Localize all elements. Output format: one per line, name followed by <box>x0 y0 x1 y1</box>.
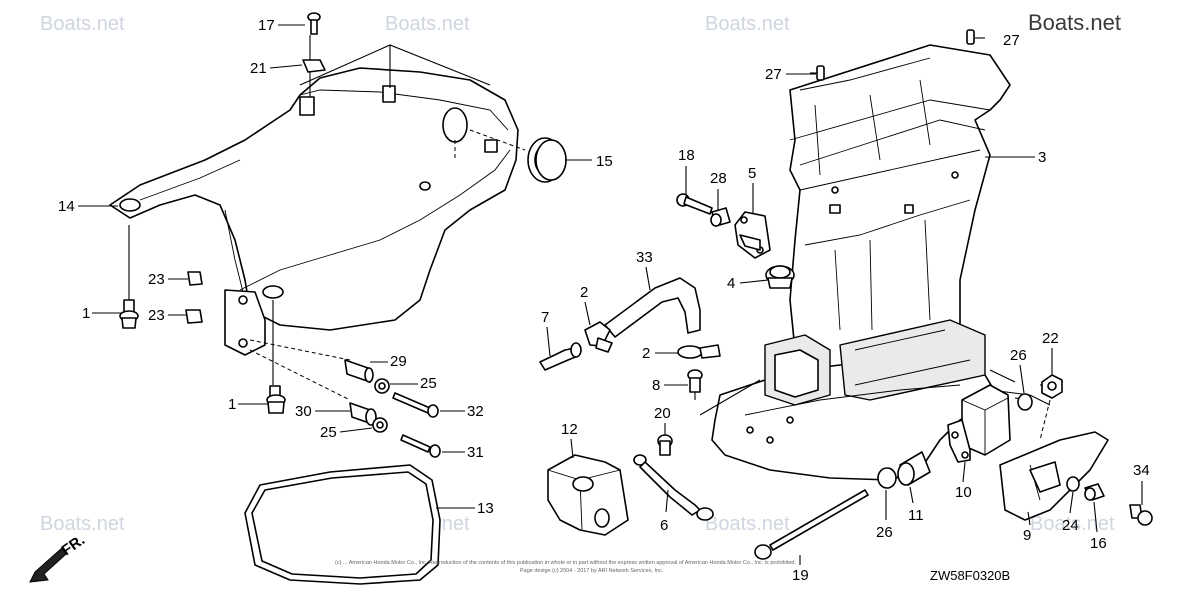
lower-cover-part[interactable] <box>109 67 519 356</box>
grommet-4[interactable] <box>765 265 795 289</box>
callout-22: 22 <box>1042 330 1059 347</box>
bolt-31[interactable] <box>400 434 441 458</box>
nut-22[interactable] <box>1041 374 1063 399</box>
callout-16: 16 <box>1090 535 1107 552</box>
bolt-34[interactable] <box>1129 504 1153 526</box>
mount-10[interactable] <box>947 384 1011 463</box>
seal-13[interactable] <box>244 464 441 585</box>
spacer-29[interactable] <box>344 359 374 383</box>
callout-2-upper: 2 <box>580 284 588 301</box>
callout-19: 19 <box>792 567 809 584</box>
watermark-text: Boats.net <box>40 13 125 35</box>
callout-34: 34 <box>1133 462 1150 479</box>
fitting-8[interactable] <box>687 369 703 400</box>
callout-11: 11 <box>908 507 924 524</box>
bracket-12[interactable] <box>547 454 629 536</box>
grommet-1-upper[interactable] <box>119 299 139 329</box>
callout-20: 20 <box>654 405 671 422</box>
diagram-code: ZW58F0320B <box>930 568 1010 583</box>
copyright-line-1: (c) ... American Honda Motor Co., Inc. R… <box>335 560 796 566</box>
callout-33: 33 <box>636 249 653 266</box>
callout-32: 32 <box>467 403 484 420</box>
watermark-top-right: Boats.net <box>1028 10 1121 35</box>
lower-cover-leader-lines <box>128 35 526 401</box>
washer-25-lower[interactable] <box>372 417 388 433</box>
footer: (c) ... American Honda Motor Co., Inc. R… <box>335 560 1010 583</box>
callout-1-lower: 1 <box>228 396 236 413</box>
callout-31: 31 <box>467 444 484 461</box>
watermark-text: Boats.net <box>1030 513 1115 535</box>
callout-27-right: 27 <box>1003 32 1020 49</box>
bushing-11[interactable] <box>897 451 931 486</box>
hose-33[interactable] <box>604 277 701 338</box>
bolt-19[interactable] <box>754 489 869 560</box>
bolt-17[interactable] <box>307 12 321 35</box>
collar-28[interactable] <box>710 207 731 227</box>
bolt-32[interactable] <box>392 392 439 418</box>
clip-21[interactable] <box>302 59 326 73</box>
grommet-1-lower[interactable] <box>266 385 286 414</box>
callout-29: 29 <box>390 353 407 370</box>
clip-23-lower[interactable] <box>185 309 203 324</box>
washer-25-upper[interactable] <box>374 378 390 394</box>
callout-14: 14 <box>58 198 75 215</box>
plate-9[interactable] <box>999 431 1109 521</box>
callout-2-lower: 2 <box>642 345 650 362</box>
plate-5[interactable] <box>734 211 771 259</box>
ground-cable-6[interactable] <box>633 454 714 521</box>
callout-21: 21 <box>250 60 267 77</box>
watermarks: Boats.net Boats.net Boats.net Boats.net … <box>40 10 1121 535</box>
callout-28: 28 <box>710 170 727 187</box>
callout-30: 30 <box>295 403 312 420</box>
callout-13: 13 <box>477 500 494 517</box>
bolt-18[interactable] <box>676 193 713 215</box>
callout-26-lower: 26 <box>876 524 893 541</box>
callout-15: 15 <box>596 153 613 170</box>
copyright-line-2: Page design (c) 2004 - 2017 by ARI Netwo… <box>520 568 664 574</box>
callout-23-upper: 23 <box>148 271 165 288</box>
watermark-text: Boats.net <box>705 513 790 535</box>
grommet-15[interactable] <box>527 137 567 183</box>
callout-5: 5 <box>748 165 756 182</box>
callout-1-upper: 1 <box>82 305 90 322</box>
fitting-7[interactable] <box>539 342 582 371</box>
callout-25-lower: 25 <box>320 424 337 441</box>
clamp-2-lower[interactable] <box>677 344 721 359</box>
watermark-text: Boats.net <box>705 13 790 35</box>
clip-23-upper[interactable] <box>187 271 203 286</box>
washer-26-upper[interactable] <box>1017 393 1033 411</box>
bolt-20[interactable] <box>657 434 673 456</box>
callout-6: 6 <box>660 517 668 534</box>
callout-18: 18 <box>678 147 695 164</box>
spacer-30[interactable] <box>349 402 377 426</box>
callout-7: 7 <box>541 309 549 326</box>
callout-12: 12 <box>561 421 578 438</box>
callout-17: 17 <box>258 17 275 34</box>
watermark-text: Boats.net <box>40 513 125 535</box>
callout-3: 3 <box>1038 149 1046 166</box>
callout-23-lower: 23 <box>148 307 165 324</box>
callout-10: 10 <box>955 484 972 501</box>
bolt-16[interactable] <box>1084 483 1105 501</box>
washer-24[interactable] <box>1066 476 1080 492</box>
callout-8: 8 <box>652 377 660 394</box>
callout-27-left: 27 <box>765 66 782 83</box>
front-direction-arrow: FR. <box>29 531 88 583</box>
dowel-27-right[interactable] <box>966 29 975 45</box>
callout-25-upper: 25 <box>420 375 437 392</box>
extension-leader-lines <box>699 37 1051 441</box>
watermark-text: Boats.net <box>385 13 470 35</box>
callout-26-upper: 26 <box>1010 347 1027 364</box>
callout-labels: 17 21 14 15 23 23 1 1 29 25 30 32 25 31 … <box>58 17 1150 584</box>
dowel-27-left[interactable] <box>816 65 825 81</box>
clamp-2-upper[interactable] <box>584 321 613 353</box>
extension-case-part[interactable] <box>711 44 1011 481</box>
callout-24: 24 <box>1062 517 1079 534</box>
callout-9: 9 <box>1023 527 1031 544</box>
callout-4: 4 <box>727 275 735 292</box>
washer-26-lower[interactable] <box>877 467 897 489</box>
